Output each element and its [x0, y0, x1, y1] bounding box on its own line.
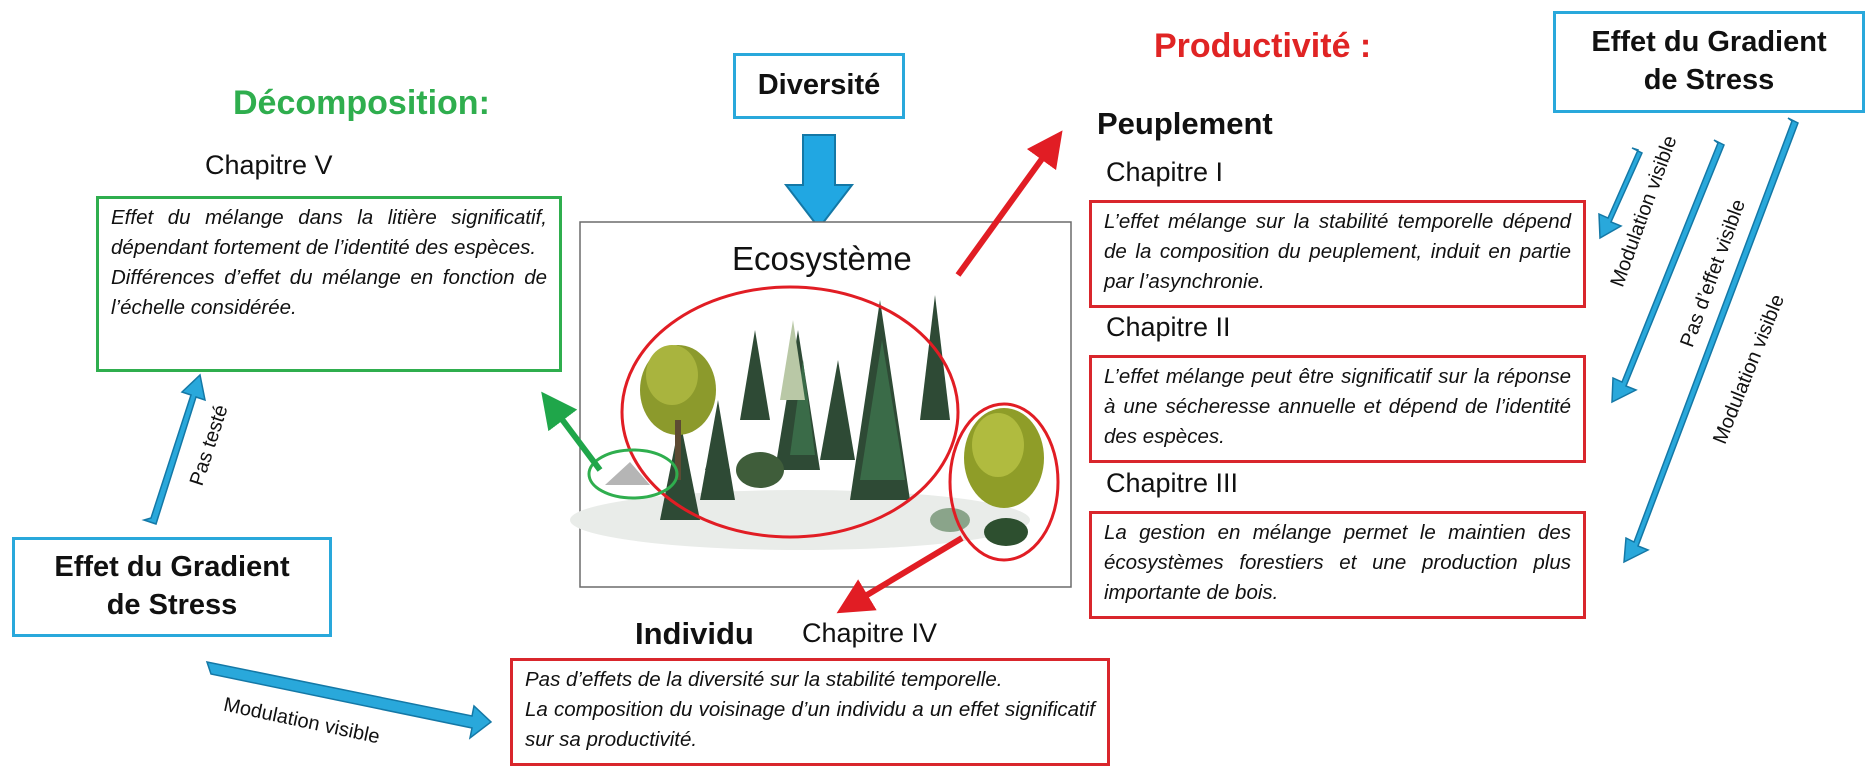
- chapter-1-text: L’effet mélange sur la stabilité tempore…: [1104, 210, 1571, 293]
- diversite-down-arrow: [783, 134, 855, 230]
- peuplement-heading: Peuplement: [1097, 106, 1273, 141]
- decomposition-title: Décomposition:: [233, 84, 490, 122]
- chapter-1-textbox: L’effet mélange sur la stabilité tempore…: [1089, 200, 1586, 308]
- arrow-pas-teste: [141, 373, 206, 525]
- arrow-to-peuplement: [955, 130, 1063, 277]
- decomposition-text-2: Différences d’effet du mélange en foncti…: [111, 266, 547, 319]
- decomposition-chapter: Chapitre V: [205, 150, 333, 180]
- peuplement-ellipse: [620, 285, 960, 539]
- individu-heading: Individu: [635, 616, 754, 651]
- productivite-title: Productivité :: [1154, 27, 1372, 65]
- chapter-3-textbox: La gestion en mélange permet le maintien…: [1089, 511, 1586, 619]
- diversite-label: Diversité: [757, 69, 881, 102]
- arrow-modulation-right-1: [1598, 147, 1643, 240]
- individu-text-2: La composition du voisinage d’un individ…: [525, 698, 1095, 751]
- arrow-to-decomposition: [541, 391, 603, 472]
- individu-ellipse: [948, 402, 1060, 562]
- chapter-3-text: La gestion en mélange permet le maintien…: [1104, 521, 1571, 604]
- individu-chapter: Chapitre IV: [802, 618, 938, 648]
- diversite-box: Diversité: [733, 53, 905, 119]
- chapter-3-label: Chapitre III: [1106, 468, 1239, 498]
- stress-box-left: Effet du Gradient de Stress: [12, 537, 332, 637]
- chapter-2-textbox: L’effet mélange peut être significatif s…: [1089, 355, 1586, 463]
- arrow-modulation-right-2: [1623, 117, 1799, 564]
- arrow-to-individu: [836, 535, 964, 614]
- arrow-modulation-bottom: [205, 661, 493, 740]
- forest-illustration: [570, 295, 1044, 550]
- chapter-2-label: Chapitre II: [1106, 312, 1231, 342]
- decomposition-text-1: Effet du mélange dans la litière signifi…: [111, 206, 547, 259]
- individu-text-1: Pas d’effets de la diversité sur la stab…: [525, 668, 1003, 691]
- decomposition-textbox: Effet du mélange dans la litière signifi…: [96, 196, 562, 372]
- chapter-1-label: Chapitre I: [1106, 157, 1224, 187]
- arrow-pas-effet: [1611, 139, 1725, 404]
- stress-box-right: Effet du Gradient de Stress: [1553, 11, 1865, 113]
- chapter-2-text: L’effet mélange peut être significatif s…: [1104, 365, 1571, 448]
- individu-textbox: Pas d’effets de la diversité sur la stab…: [510, 658, 1110, 766]
- litter-ellipse: [587, 448, 679, 500]
- ecosysteme-label: Ecosystème: [732, 240, 912, 277]
